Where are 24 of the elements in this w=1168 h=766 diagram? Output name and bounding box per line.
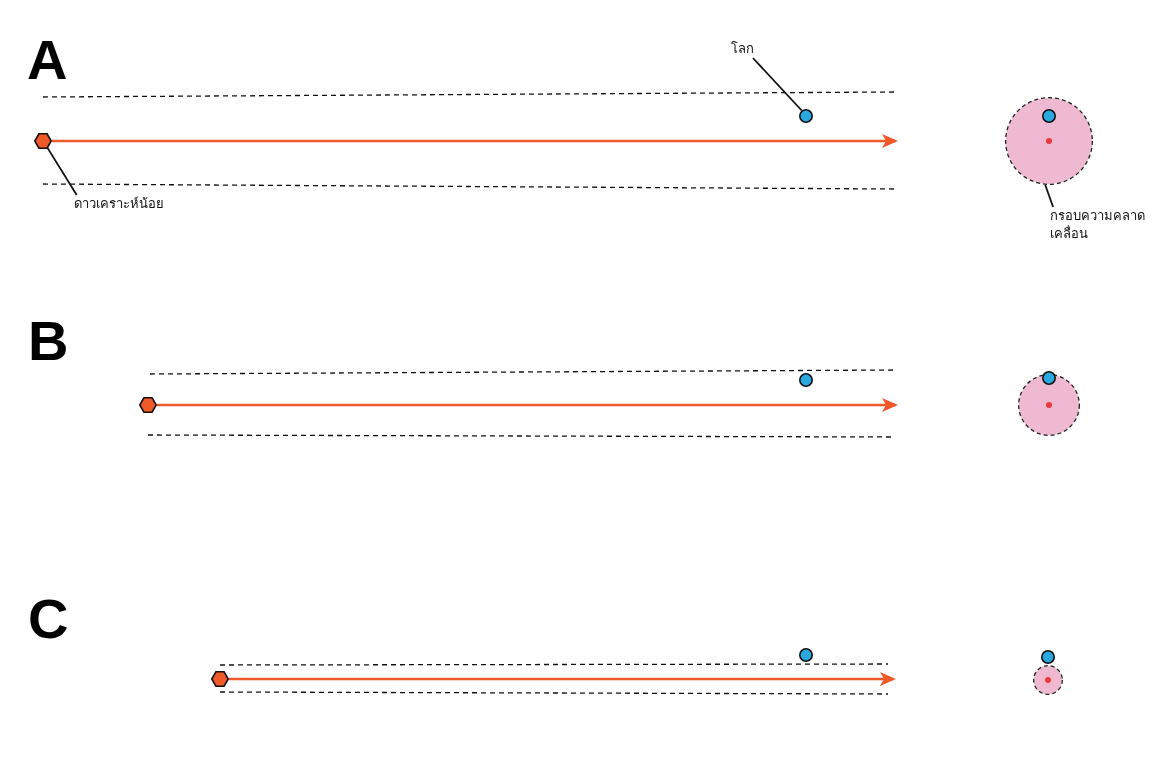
earth-dot [1042,371,1056,385]
earth-dot [1041,650,1055,664]
leader-line [1044,183,1054,208]
earth-label: โลก [731,40,754,58]
panel-letter: B [28,320,69,362]
asteroid-label: ดาวเคราะห์น้อย [74,195,164,213]
leader-line [752,57,803,112]
error-ellipse [1033,665,1063,695]
asteroid-marker [211,671,229,687]
leader-line [46,147,78,196]
panel-letter: C [28,598,69,640]
earth-dot [799,109,813,123]
error-ellipse [1018,374,1080,436]
error-ellipse-label: กรอบความคลาดเคลื่อน [1050,207,1154,243]
asteroid-marker [34,133,52,149]
trajectory-arrow [52,134,898,148]
earth-dot [799,373,813,387]
trajectory-arrow [229,672,896,686]
error-ellipse [1005,97,1093,185]
trajectory-arrow [157,398,898,412]
asteroid-marker [139,397,157,413]
panel-letter: A [27,39,68,81]
earth-dot [799,648,813,662]
earth-dot [1042,109,1056,123]
